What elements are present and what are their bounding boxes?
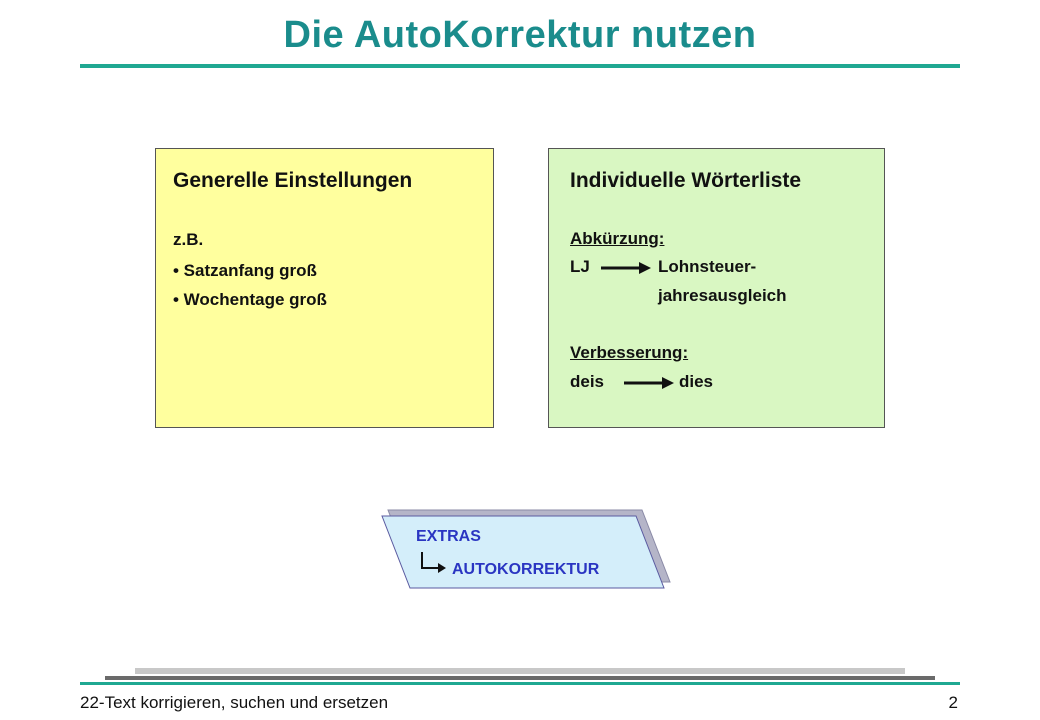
footer-rule bbox=[80, 682, 960, 685]
abbreviation-target-line-2: jahresausgleich bbox=[658, 286, 787, 305]
abbreviation-target-line-1: Lohnsteuer- bbox=[658, 257, 757, 276]
slide-title: Die AutoKorrektur nutzen bbox=[283, 14, 757, 56]
submenu-arrow-icon bbox=[421, 552, 446, 573]
general-settings-item-2: • Wochentage groß bbox=[173, 290, 327, 309]
footer-chapter: 22-Text korrigieren, suchen und ersetzen bbox=[80, 693, 389, 712]
word-list-heading: Individuelle Wörterliste bbox=[570, 169, 802, 192]
general-settings-intro: z.B. bbox=[173, 230, 204, 249]
correction-target: dies bbox=[679, 372, 714, 391]
menu-extras-label: EXTRAS bbox=[416, 528, 481, 545]
footer-rule-dark bbox=[105, 676, 935, 680]
abbreviation-label: Abkürzung: bbox=[570, 229, 665, 248]
general-settings-box: Generelle Einstellungen z.B. • Satzanfan… bbox=[155, 148, 494, 428]
menu-autokorrektur-label: AUTOKORREKTUR bbox=[452, 561, 600, 578]
correction-label: Verbesserung: bbox=[570, 343, 689, 362]
word-list-box: Individuelle Wörterliste Abkürzung: LJ L… bbox=[548, 148, 885, 428]
menu-path-shape bbox=[381, 509, 671, 589]
general-settings-heading: Generelle Einstellungen bbox=[173, 169, 413, 192]
correction-arrow-icon bbox=[624, 377, 674, 389]
abbreviation-source: LJ bbox=[570, 257, 590, 276]
abbreviation-arrow-icon bbox=[601, 262, 651, 274]
footer-rule-shadow bbox=[135, 668, 905, 674]
title-divider bbox=[80, 64, 960, 68]
page-number: 2 bbox=[948, 693, 958, 712]
general-settings-item-1: • Satzanfang groß bbox=[173, 261, 317, 280]
menu-path-badge: EXTRAS AUTOKORREKTUR bbox=[378, 506, 678, 598]
correction-source: deis bbox=[570, 372, 605, 391]
